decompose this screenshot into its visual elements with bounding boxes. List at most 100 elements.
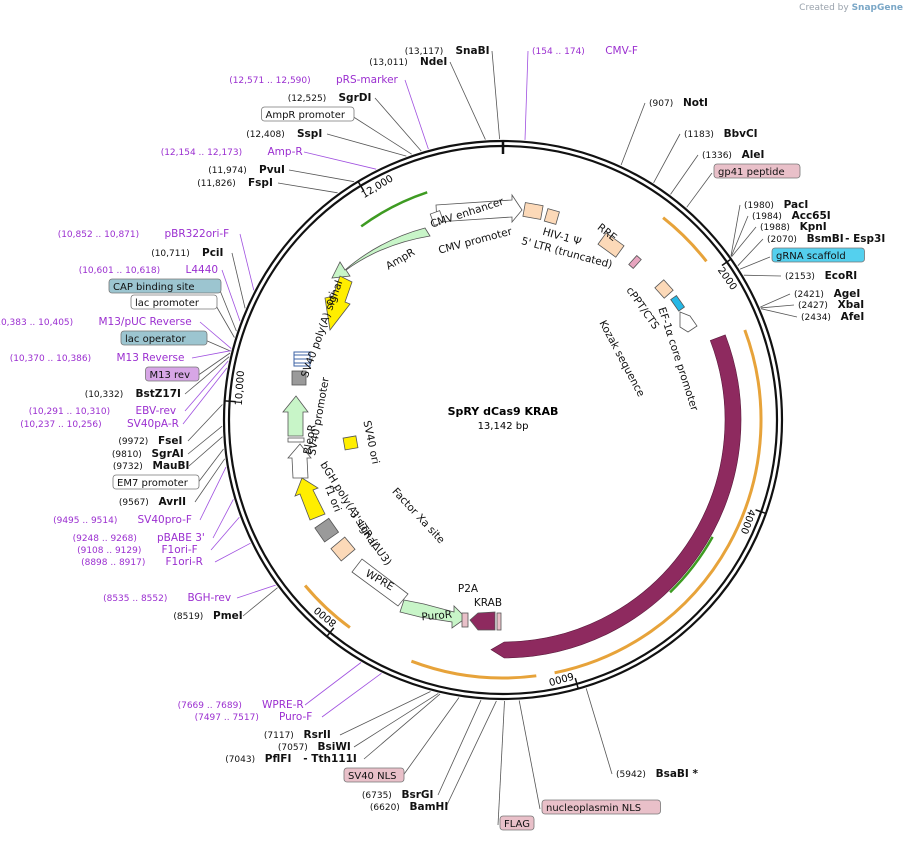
ef1a-promoter-shape[interactable] (679, 311, 698, 333)
site-label-wpre-r[interactable]: (7669 .. 7689)WPRE-R (178, 699, 304, 711)
site-label-snabi[interactable]: (13,117)SnaBI (405, 45, 490, 57)
site-label-m13-puc-reverse[interactable]: (10,383 .. 10,405)M13/pUC Reverse (0, 316, 192, 328)
site-label-kpni[interactable]: (1988)KpnI (760, 221, 827, 233)
site-label-sv40pro-f[interactable]: (9495 .. 9514)SV40pro-F (53, 514, 192, 526)
site-label-m13-reverse[interactable]: (10,370 .. 10,386)M13 Reverse (10, 352, 185, 364)
feature-label-box (499, 815, 535, 831)
site-label-acc65i[interactable]: (1984)Acc65I (752, 210, 831, 222)
site-label-rsrii[interactable]: (7117)RsrII (264, 729, 331, 741)
sv40-ori-shape[interactable] (342, 435, 359, 451)
site-label-ampr-promoter[interactable]: AmpR promoter (261, 106, 355, 122)
site-label-pvui[interactable]: (11,974)PvuI (208, 164, 285, 176)
p2a-shape[interactable] (461, 612, 469, 628)
site-label-ndei[interactable]: (13,011)NdeI (369, 56, 447, 68)
site-label-cap-binding-site[interactable]: CAP binding site (108, 278, 222, 294)
site-label-ebv-rev[interactable]: (10,291 .. 10,310)EBV-rev (29, 405, 176, 417)
ori-shape[interactable] (324, 275, 353, 331)
rre-shape[interactable] (597, 232, 625, 258)
site-label-pbabe-3-[interactable]: (9248 .. 9268)pBABE 3' (73, 532, 205, 544)
site-leader-line (686, 172, 713, 208)
site-label-prs-marker[interactable]: (12,571 .. 12,590)pRS-marker (229, 74, 398, 86)
grna-scaffold-shape[interactable] (670, 294, 686, 312)
site-label-f1ori-r[interactable]: (8898 .. 8917)F1ori-R (81, 556, 203, 568)
feature-label-text: lac promoter (135, 298, 200, 309)
site-leader-line (196, 352, 231, 377)
site-label-sspi[interactable]: (12,408)SspI (246, 128, 322, 140)
gp41-shape[interactable] (628, 254, 642, 270)
site-label-nucleoplasmin-nls[interactable]: nucleoplasmin NLS (541, 799, 661, 815)
site-label-bsiwi[interactable]: (7057)BsiWI (278, 741, 351, 753)
site-leader-line (449, 61, 486, 140)
site-label-sgrdi[interactable]: (12,525)SgrDI (288, 92, 372, 104)
site-label-avrii[interactable]: (9567)AvrII (119, 496, 186, 508)
site-label-alei[interactable]: (1336)AleI (702, 149, 764, 161)
cas9-feature-arc[interactable] (490, 334, 742, 659)
site-label-l4440[interactable]: (10,601 .. 10,618)L4440 (79, 264, 218, 276)
em7-shape[interactable] (287, 437, 305, 443)
site-name: pBR322ori-F (165, 228, 230, 240)
feature-label-box (120, 330, 208, 346)
site-label-bsrgi[interactable]: (6735)BsrGI (362, 789, 434, 801)
site-label-paci[interactable]: (1980)PacI (744, 199, 808, 211)
bleor-shape[interactable] (282, 395, 309, 437)
site-position: (10,291 .. 10,310) (29, 407, 110, 417)
ampr-promoter-shape[interactable] (429, 210, 445, 226)
site-label-pflfi[interactable]: (7043)PflFI- Tth111I (225, 753, 357, 765)
site-leader-line (191, 350, 231, 359)
site-label-lac-operator[interactable]: lac operator (120, 330, 208, 346)
site-position: (2434) (801, 313, 831, 323)
site-label-bsmbi[interactable]: (2070)BsmBI- Esp3I (767, 233, 885, 245)
site-name: SnaBI (456, 45, 490, 57)
site-label-bamhi[interactable]: (6620)BamHI (370, 801, 448, 813)
site-label-bbvci[interactable]: (1183)BbvCI (684, 128, 758, 140)
site-label-xbai[interactable]: (2427)XbaI (798, 299, 864, 311)
site-label-maubi[interactable]: (9732)MauBI (113, 460, 190, 472)
site-label-m13-rev[interactable]: M13 rev (145, 366, 200, 382)
site-label-afei[interactable]: (2434)AfeI (801, 311, 864, 323)
site-position: (13,011) (369, 58, 408, 68)
krab-shape[interactable] (469, 611, 496, 631)
hiv-psi-shape[interactable] (543, 208, 560, 225)
sv40-polya-shape[interactable] (291, 370, 307, 386)
site-label-sv40pa-r[interactable]: (10,237 .. 10,256)SV40pA-R (20, 418, 179, 430)
site-label-amp-r[interactable]: (12,154 .. 12,173)Amp-R (161, 146, 303, 158)
site-leader-line (730, 215, 749, 257)
site-label-sv40-nls[interactable]: SV40 NLS (343, 767, 405, 783)
site-label-fspi[interactable]: (11,826)FspI (197, 177, 273, 189)
ltr-3-shape[interactable] (330, 536, 356, 562)
wpre-shape[interactable] (351, 558, 409, 607)
plasmid-name: SpRY dCas9 KRAB (448, 405, 559, 418)
flag-shape[interactable] (496, 612, 502, 631)
site-label-noti[interactable]: (907)NotI (649, 97, 708, 109)
f1-ori-shape[interactable] (294, 477, 326, 521)
site-label-grna-scaffold[interactable]: gRNA scaffold (771, 247, 865, 263)
cppt-shape[interactable] (654, 279, 674, 299)
site-label-flag[interactable]: FLAG (499, 815, 535, 831)
site-label-gp41-peptide[interactable]: gp41 peptide (713, 163, 801, 179)
site-label-bgh-rev[interactable]: (8535 .. 8552)BGH-rev (103, 592, 231, 604)
bgh-polya-shape[interactable] (314, 517, 340, 543)
site-label-bstz17i[interactable]: (10,332)BstZ17I (85, 388, 181, 400)
site-label-bsabi-[interactable]: (5942)BsaBI * (616, 768, 699, 780)
puror-shape[interactable] (399, 599, 467, 629)
site-label-pmei[interactable]: (8519)PmeI (173, 610, 242, 622)
site-label-pbr322ori-f[interactable]: (10,852 .. 10,871)pBR322ori-F (58, 228, 230, 240)
cmv-enhancer-shape[interactable] (435, 193, 523, 224)
ltr-5-shape[interactable] (522, 202, 544, 220)
site-label-pcii[interactable]: (10,711)PciI (151, 247, 223, 259)
site-label-cmv-f[interactable]: (154 .. 174)CMV-F (532, 45, 638, 57)
site-name: BsiWI (318, 741, 351, 753)
site-label-puro-f[interactable]: (7497 .. 7517)Puro-F (195, 711, 313, 723)
feature-label: PuroR (421, 609, 453, 624)
site-label-lac-promoter[interactable]: lac promoter (130, 294, 218, 310)
site-label-sgrai[interactable]: (9810)SgrAI (112, 448, 184, 460)
site-label-em7-promoter[interactable]: EM7 promoter (112, 474, 200, 490)
site-label-agei[interactable]: (2421)AgeI (794, 288, 860, 300)
site-label-fsei[interactable]: (9972)FseI (118, 435, 182, 447)
site-label-f1ori-f[interactable]: (9108 .. 9129)F1ori-F (77, 544, 198, 556)
feature-label-text: gp41 peptide (718, 167, 785, 178)
site-label-ecori[interactable]: (2153)EcoRI (785, 270, 857, 282)
site-position: (11,974) (208, 166, 247, 176)
sv40-promoter-shape[interactable] (287, 443, 312, 479)
ampr-shape[interactable] (331, 227, 431, 279)
